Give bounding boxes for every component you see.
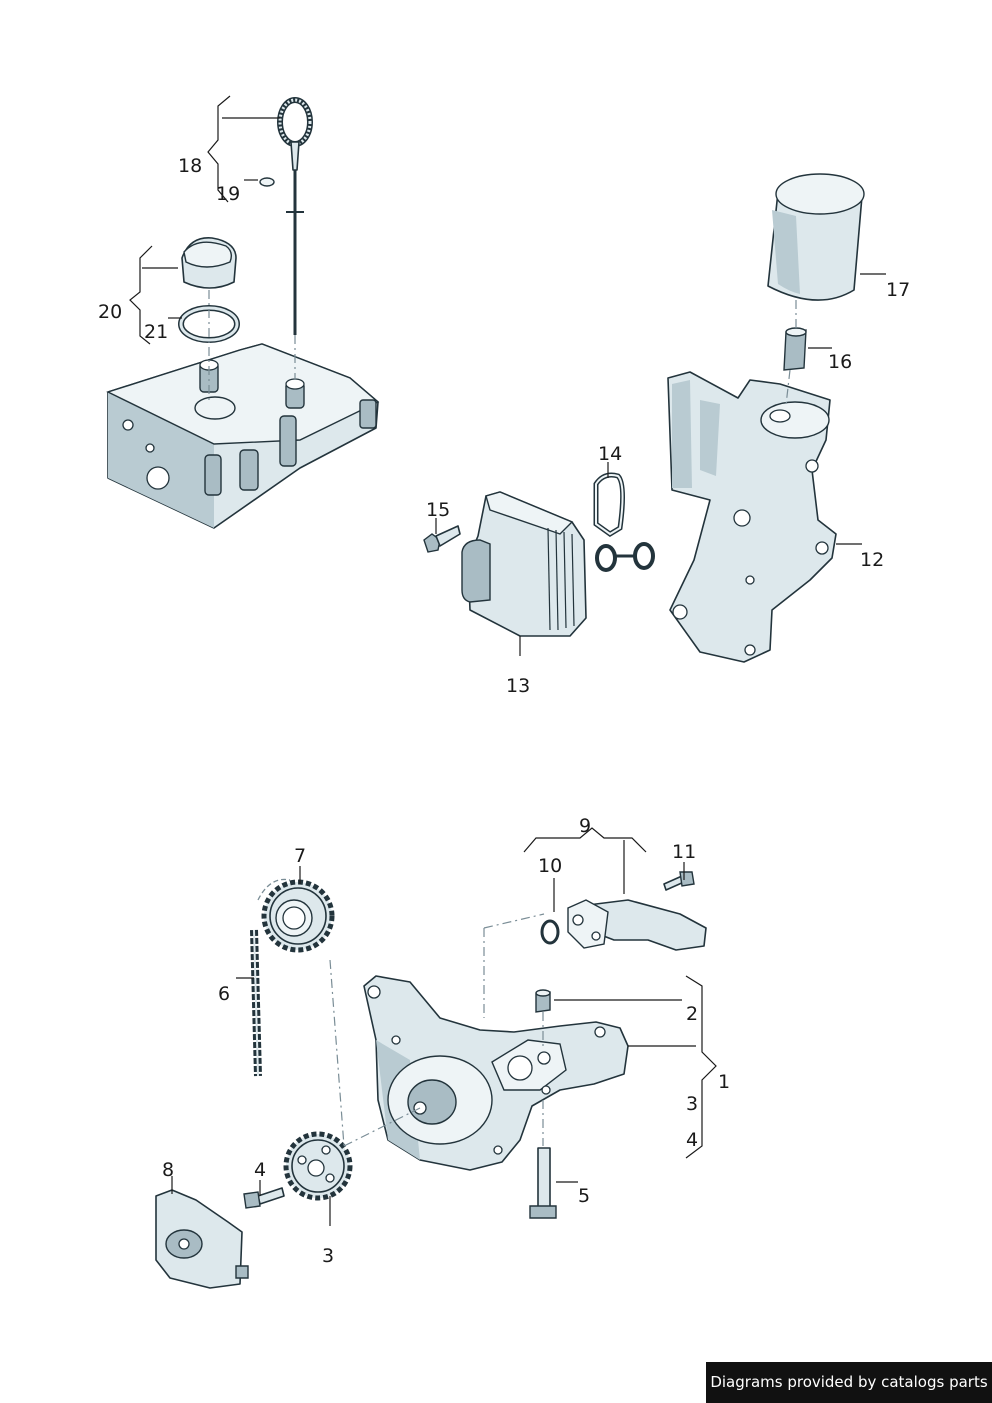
oil-pump-sprocket [283,1131,353,1201]
callout-3-right: 3 [686,1093,698,1115]
oil-cooler [461,491,587,637]
callout-18: 18 [178,155,202,177]
credit-banner: Diagrams provided by catalogs parts [706,1362,992,1403]
callout-6: 6 [218,983,230,1005]
chain-cover-guard [155,1189,249,1289]
cap-seal-ring [178,305,240,343]
pump-dowel-sleeve [535,989,551,1013]
sprocket-bolt [243,1187,285,1209]
callout-9: 9 [579,815,591,837]
callout-20: 20 [98,301,122,323]
oil-dipstick [277,97,313,335]
callout-10: 10 [538,855,562,877]
callout-2: 2 [686,1003,698,1025]
callout-16: 16 [828,351,852,373]
callout-17: 17 [886,279,910,301]
cooler-gasket [593,472,655,572]
cylinder-head-cover [106,343,380,529]
callout-13: 13 [506,675,530,697]
suction-pipe-bolt [663,871,695,891]
suction-o-ring [540,919,560,945]
callout-4-right: 4 [686,1129,698,1151]
callout-14: 14 [598,443,622,465]
callout-4-left: 4 [254,1159,266,1181]
oil-filter [767,173,865,301]
callout-11: 11 [672,841,696,863]
callout-21: 21 [144,321,168,343]
callout-12: 12 [860,549,884,571]
pump-bolt [529,1147,557,1219]
callout-7: 7 [294,845,306,867]
callout-1: 1 [718,1071,730,1093]
callout-19: 19 [216,183,240,205]
crankshaft-sprocket [261,879,335,953]
dipstick-o-ring [259,177,275,187]
callout-5: 5 [578,1185,590,1207]
timing-chain [250,878,291,1077]
callout-8: 8 [162,1159,174,1181]
suction-pipe [567,899,707,951]
callout-15: 15 [426,499,450,521]
cooler-bolt [423,525,461,553]
callout-3-left: 3 [322,1245,334,1267]
filter-sleeve [783,327,807,371]
oil-filler-cap [181,237,237,289]
oil-pump [363,975,629,1171]
oil-filter-housing [667,371,837,663]
